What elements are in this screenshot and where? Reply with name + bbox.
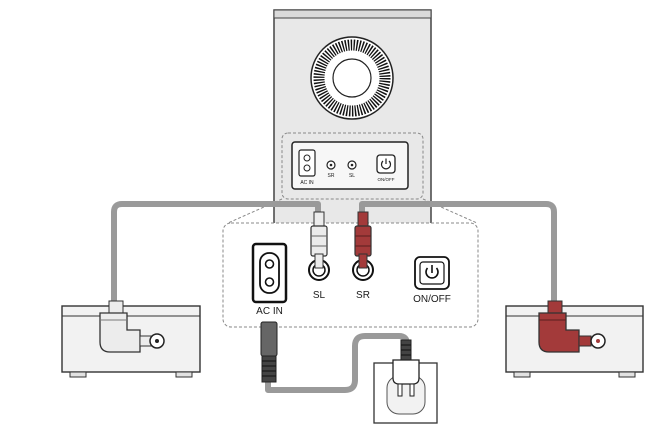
ac-socket-icon <box>298 149 316 177</box>
subwoofer-rear-panel: AC IN SR SL ON/OFF <box>291 141 409 190</box>
subwoofer-sr-label: SR <box>328 173 335 179</box>
sl-cable <box>111 201 321 307</box>
left-speaker-plug <box>99 300 153 353</box>
rca-jack-icon <box>149 333 165 349</box>
rca-jack-icon <box>352 253 374 281</box>
sr-cable <box>359 201 557 308</box>
subwoofer-on-off-label: ON/OFF <box>378 177 395 182</box>
fan-grille-icon <box>310 36 394 120</box>
subwoofer-sl-label: SL <box>349 173 355 179</box>
power-icon <box>376 154 396 174</box>
rca-jack-icon <box>326 160 336 170</box>
power-icon <box>414 256 450 290</box>
rca-jack-icon <box>590 333 606 349</box>
sl-label: SL <box>313 290 326 301</box>
sl-rca-plug <box>310 211 328 257</box>
ac-plug-icon <box>392 339 420 397</box>
sr-rca-plug <box>354 211 372 257</box>
wall-outlet <box>373 362 438 424</box>
subwoofer-connection-zone <box>281 132 424 200</box>
right-speaker-plug <box>538 300 592 353</box>
speaker-cables <box>111 201 557 393</box>
on-off-label: ON/OFF <box>413 294 451 305</box>
ac-in-label: AC IN <box>256 306 283 317</box>
ac-socket-icon <box>251 242 288 304</box>
subwoofer-ac-in-label: AC IN <box>300 180 314 186</box>
rca-jack-icon <box>347 160 357 170</box>
ac-power-plug <box>260 321 278 383</box>
rca-jack-icon <box>308 253 330 281</box>
power-cable <box>265 333 410 393</box>
sr-label: SR <box>356 290 370 301</box>
